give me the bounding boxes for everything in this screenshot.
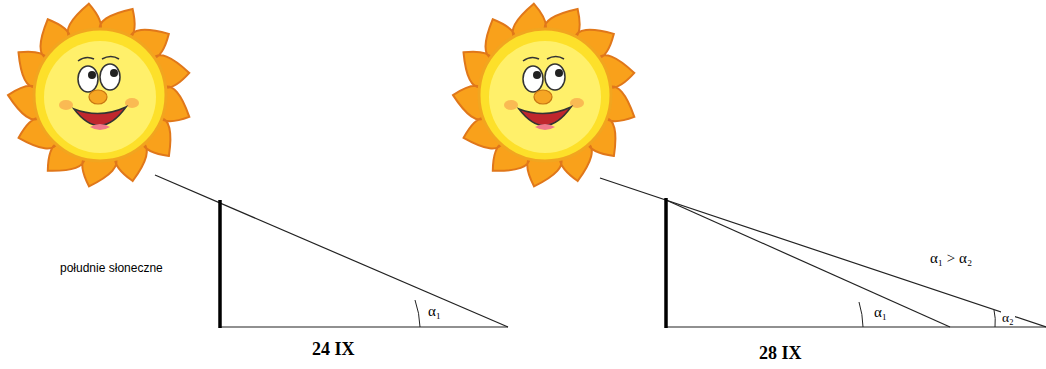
sun-tongue — [90, 124, 110, 130]
sun-pupil — [88, 71, 96, 79]
sun-rays — [8, 4, 189, 187]
angle-arc — [415, 300, 420, 327]
sun-eye — [100, 64, 120, 90]
sun-cheek — [504, 100, 518, 110]
sun-eye — [523, 66, 543, 92]
sun-ray — [666, 200, 950, 327]
sun-group — [8, 4, 634, 187]
angle-arc — [994, 310, 995, 327]
pole — [664, 198, 668, 328]
angle-label: α₂ — [1001, 311, 1015, 326]
sun — [453, 4, 634, 187]
date-label: 24 IX — [312, 340, 355, 360]
sun-brow — [78, 57, 94, 61]
sun-disc — [34, 29, 166, 161]
sun-ray — [600, 178, 1046, 327]
sun-eye — [545, 64, 565, 90]
angle-label: α₁ — [428, 303, 441, 320]
sun-brow — [547, 57, 564, 60]
sun-brow — [523, 57, 539, 61]
sun-pupil — [110, 69, 118, 77]
pole — [218, 200, 222, 328]
ground-line — [665, 326, 1046, 327]
sun-ray — [155, 175, 508, 327]
sun-disc — [479, 29, 611, 161]
sun-tongue — [535, 124, 555, 130]
sun-eye — [78, 66, 98, 92]
sun-glow — [489, 41, 601, 153]
angle-label: α₁ — [874, 304, 887, 321]
comparison-label: α₁ > α₂ — [930, 250, 972, 267]
sun — [8, 4, 189, 187]
sun-nose — [89, 90, 107, 104]
sun-mouth — [74, 107, 126, 126]
angle-arc — [859, 302, 863, 327]
ground-line — [219, 326, 508, 327]
sun-nose — [534, 90, 552, 104]
sun-pupil — [555, 69, 563, 77]
sun-cheek — [59, 100, 73, 110]
sun-mouth — [519, 107, 571, 126]
sun-glow — [44, 41, 156, 153]
date-label: 28 IX — [759, 344, 802, 364]
sun-pupil — [533, 71, 541, 79]
note-label: południe słoneczne — [60, 262, 163, 275]
sun-brow — [102, 57, 119, 60]
sun-rays — [453, 4, 634, 187]
